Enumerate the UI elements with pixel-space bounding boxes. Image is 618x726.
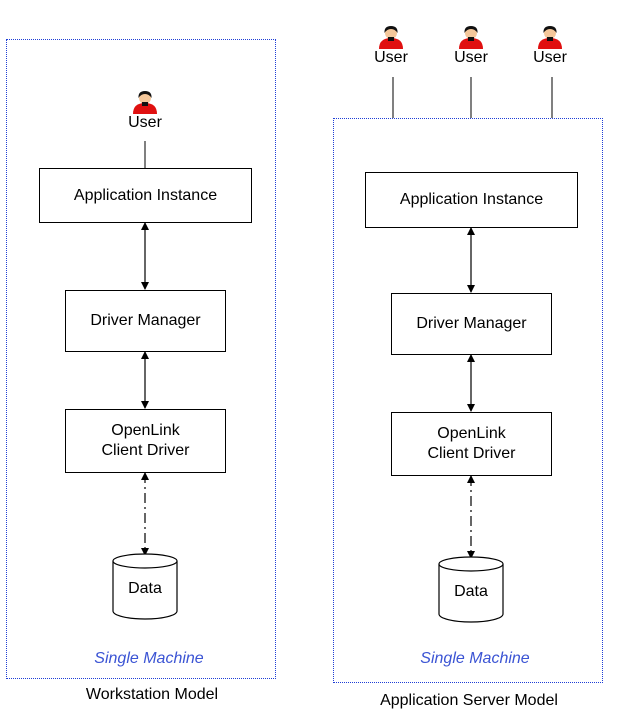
user-label: User [454, 49, 488, 66]
user-icon [379, 26, 403, 49]
user-label: User [128, 114, 162, 131]
box-label-line2: Client Driver [427, 445, 516, 462]
box-label: Application Instance [399, 191, 544, 208]
as-single-machine-label: Single Machine [420, 650, 530, 667]
app-server-user-3: User [530, 25, 570, 67]
box-label-line1: OpenLink [437, 425, 506, 442]
as-driver-manager-box: Driver Manager [391, 293, 552, 355]
user-label: User [374, 49, 408, 66]
app-server-user-2: User [451, 25, 491, 67]
box-label-line2: Client Driver [101, 442, 190, 459]
box-label: Application Instance [73, 186, 218, 204]
workstation-user: User [125, 90, 165, 132]
box-label-line1: OpenLink [111, 422, 180, 439]
database-icon [112, 553, 178, 620]
workstation-machine-boundary [6, 39, 276, 679]
as-data-label: Data [454, 583, 488, 600]
ws-single-machine-label: Single Machine [94, 650, 204, 667]
ws-data-label: Data [128, 580, 162, 597]
app-server-machine-boundary [333, 118, 603, 683]
box-label: Driver Manager [90, 312, 201, 329]
user-label: User [533, 49, 567, 66]
ws-driver-manager-box: Driver Manager [65, 290, 226, 352]
as-application-instance-box: Application Instance [365, 172, 578, 228]
ws-application-instance-box: Application Instance [39, 168, 252, 223]
user-icon [459, 26, 483, 49]
user-icon [538, 26, 562, 49]
as-client-driver-box: OpenLink Client Driver [391, 412, 552, 476]
app-server-user-1: User [371, 25, 411, 67]
database-icon [438, 556, 504, 623]
user-icon [133, 91, 157, 114]
ws-client-driver-box: OpenLink Client Driver [65, 409, 226, 473]
box-label: Driver Manager [416, 315, 527, 332]
application-server-model-caption: Application Server Model [380, 692, 558, 709]
workstation-model-caption: Workstation Model [85, 686, 219, 703]
